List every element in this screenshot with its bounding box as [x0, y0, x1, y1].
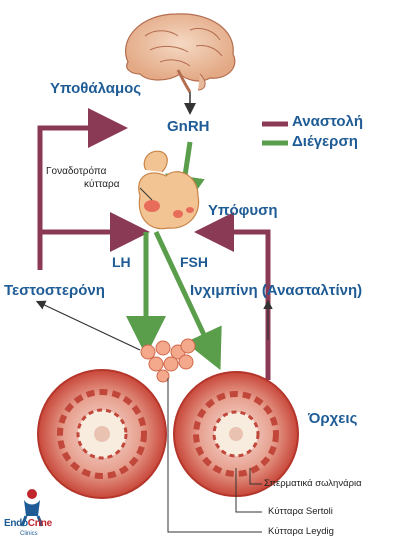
- sertoli-cells-label: Κύτταρα Sertoli: [268, 506, 333, 517]
- gonadotroph-label-line2: κύτταρα: [84, 179, 120, 190]
- testosterone-label: Τεστοστερόνη: [4, 282, 105, 299]
- pituitary-label: Υπόφυση: [208, 202, 278, 219]
- lh-label: LH: [112, 254, 131, 270]
- legend-stimulation-label: Διέγερση: [292, 133, 358, 150]
- gnrh-label: GnRH: [167, 118, 210, 135]
- logo-text-b: Crine: [27, 518, 52, 529]
- fsh-stimulation-arrow: [153, 230, 222, 371]
- legend-inhibition-label: Αναστολή: [292, 113, 364, 130]
- inhibin-feedback-arrow: [194, 212, 271, 380]
- logo-subtitle: Clinics: [20, 531, 38, 537]
- leydig-cell-cluster-icon: [140, 338, 196, 383]
- hypothalamus-label: Υποθάλαμος: [50, 80, 142, 97]
- right-testis-cross-section-icon: [173, 371, 299, 497]
- endocrine-clinics-logo: [20, 489, 44, 527]
- leydig-pointer: [167, 378, 262, 533]
- left-testis-cross-section-icon: [37, 369, 167, 499]
- seminiferous-tubules-label: Σπερματικά σωληνάρια: [264, 478, 362, 489]
- testes-label: Όρχεις: [308, 410, 358, 427]
- gonadotroph-pointer: [139, 187, 153, 201]
- pituitary-gland-icon: [138, 150, 200, 230]
- leydig-cells-label: Κύτταρα Leydig: [268, 526, 334, 537]
- logo-text-a: Endo: [4, 518, 28, 529]
- brain-icon: [125, 13, 236, 93]
- inhibin-label: Ινχιμπίνη (Ανασταλτίνη): [190, 282, 363, 299]
- testosterone-secretion-arrow: [35, 300, 141, 351]
- logo-wordmark: EndoCrine: [4, 518, 52, 529]
- tubules-pointer: [249, 468, 262, 485]
- gonadotroph-label-line1: Γοναδοτρόπα: [46, 166, 107, 177]
- sertoli-pointer: [235, 468, 262, 513]
- testosterone-feedback-arrow: [37, 108, 128, 270]
- fsh-label: FSH: [180, 254, 208, 270]
